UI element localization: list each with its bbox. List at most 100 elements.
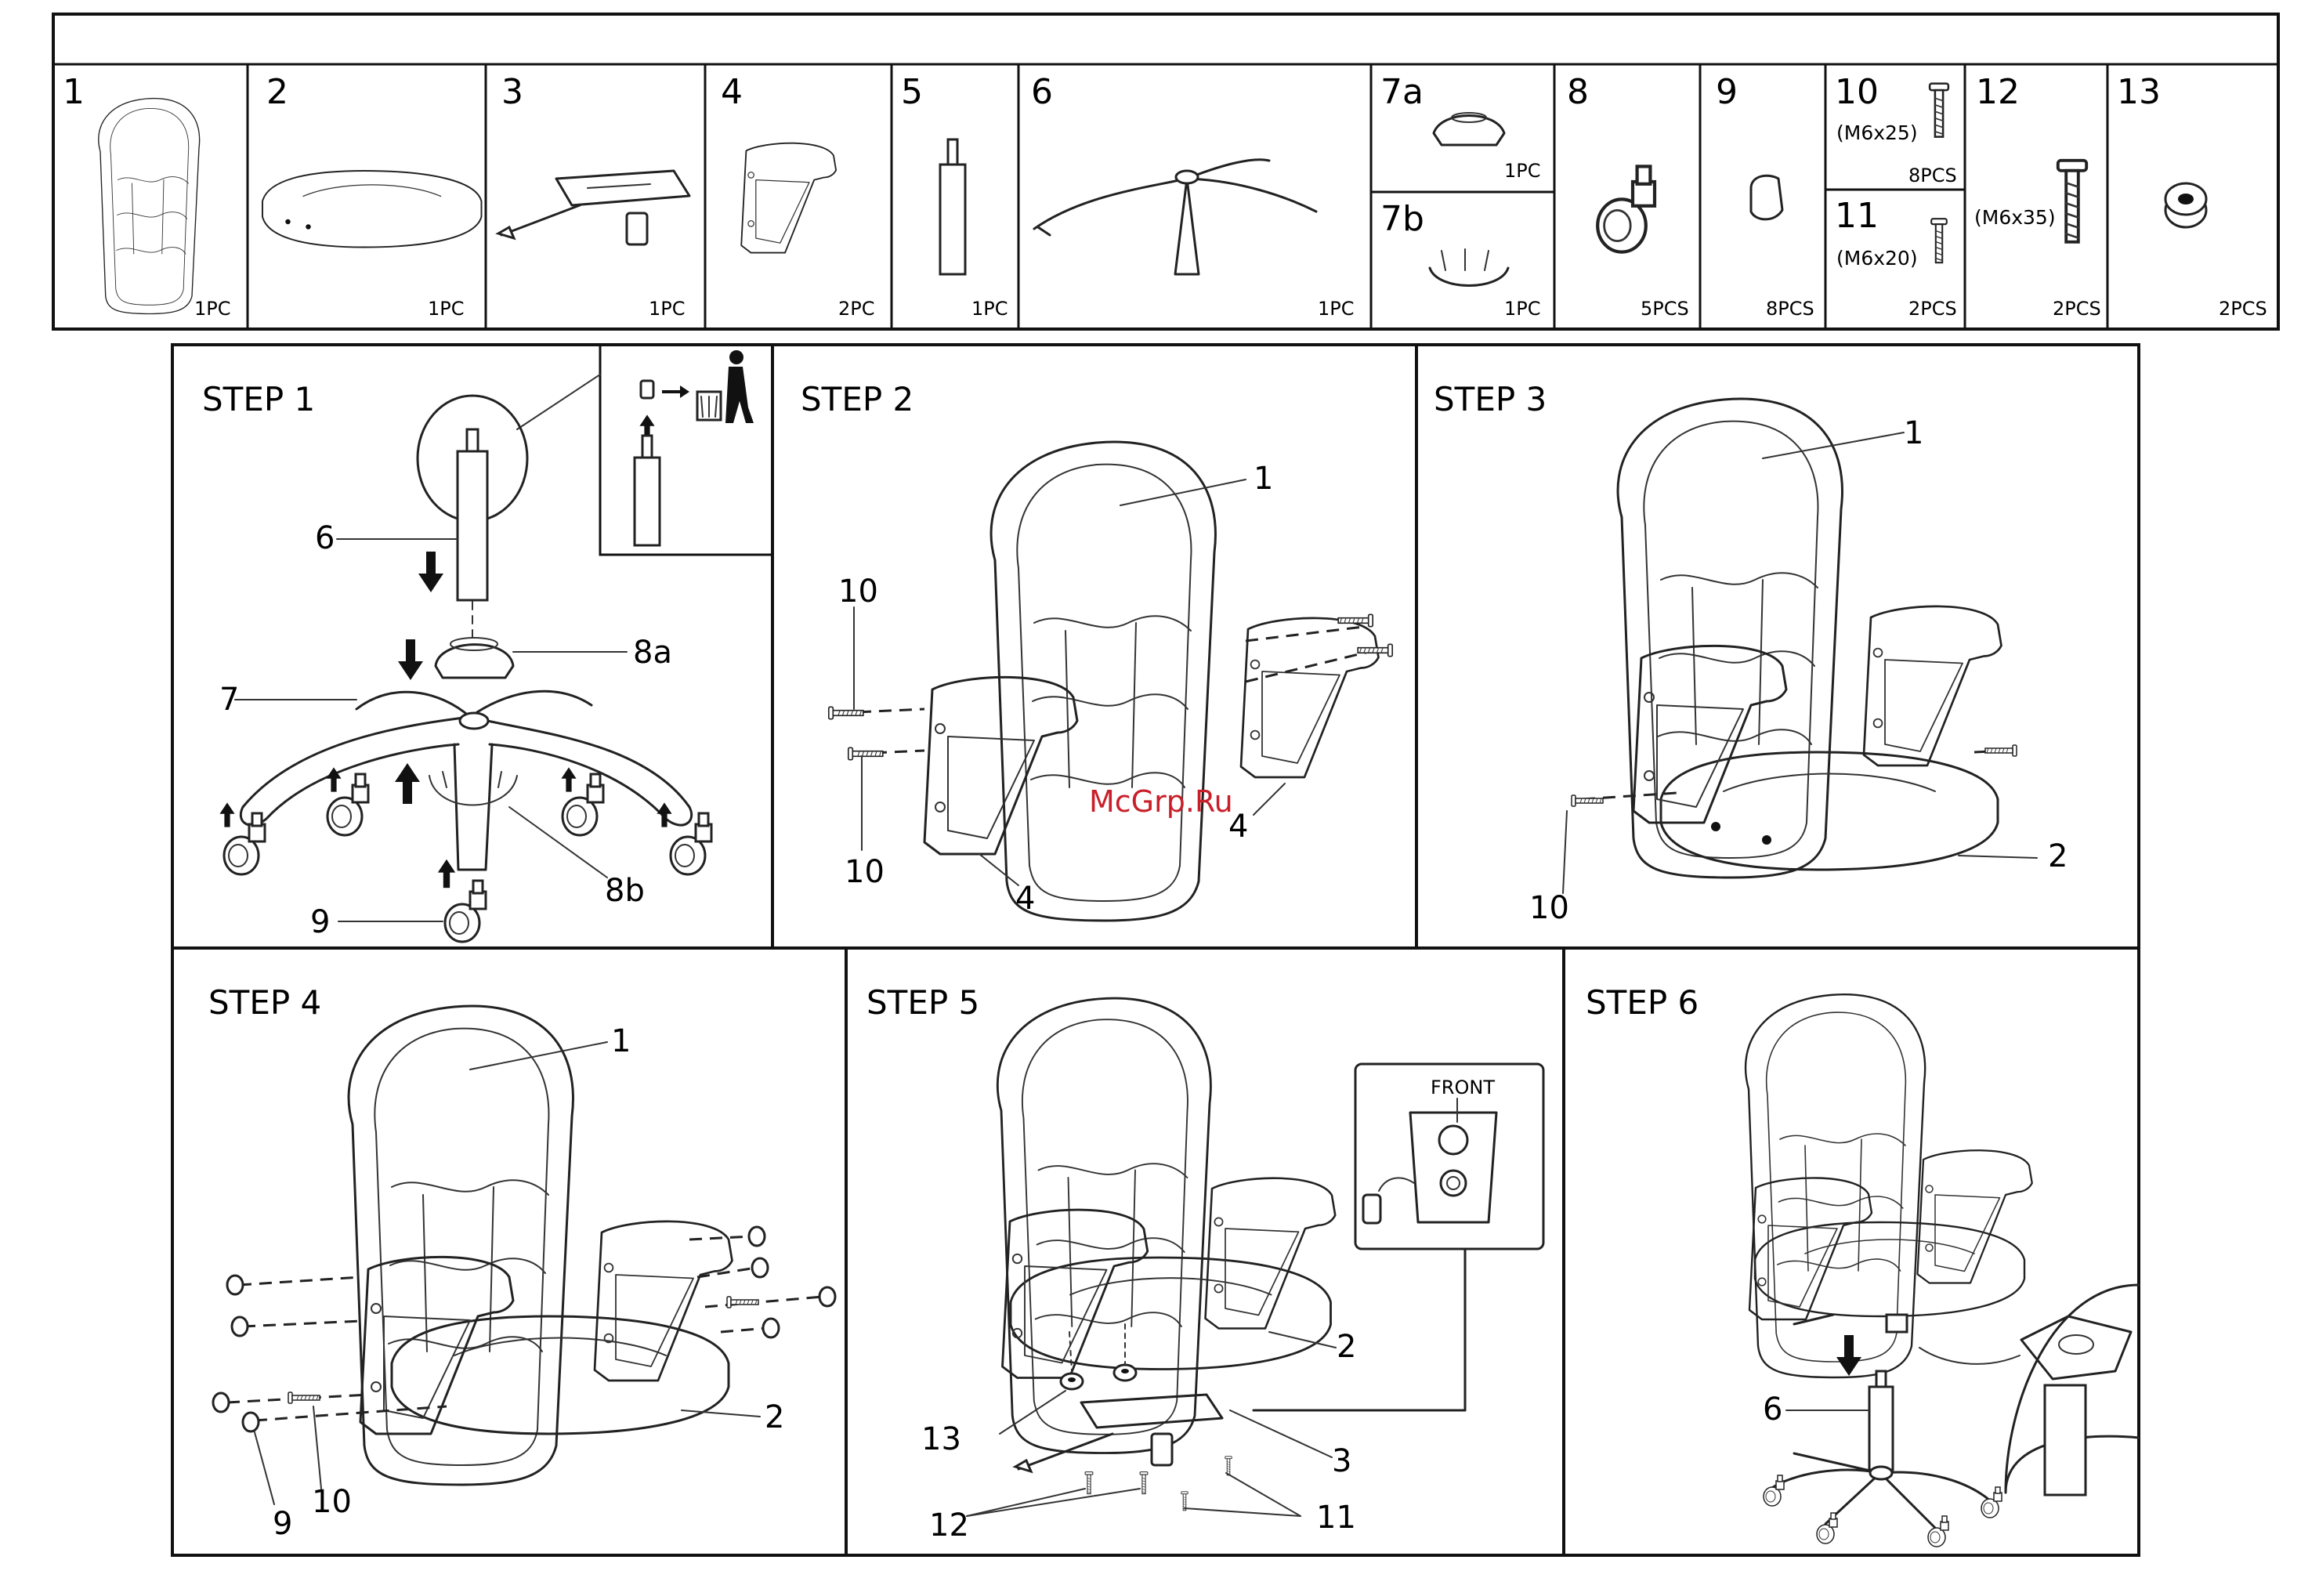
step-4-label-10: 10 xyxy=(312,1484,352,1520)
step-1-title: STEP 1 xyxy=(202,380,315,418)
part-qty-10: 8PCS xyxy=(1908,165,1957,186)
step-5-label-3: 3 xyxy=(1332,1443,1351,1479)
part-qty-7a: 1PC xyxy=(1504,160,1541,182)
arrow-up-icon xyxy=(395,763,420,804)
arrow-up-icon xyxy=(561,767,576,791)
part-qty-12: 2PCS xyxy=(2053,298,2101,320)
part-spec-11: (M6x20) xyxy=(1836,247,1918,270)
arrow-down-icon xyxy=(418,552,443,592)
bolt-icon xyxy=(1931,219,1947,262)
caster-wheel-icon xyxy=(671,813,711,874)
part-qty-8: 5PCS xyxy=(1641,298,1689,320)
step-3-label-2: 2 xyxy=(2048,838,2068,874)
caster-wheel-icon xyxy=(445,881,486,942)
part-qty-1: 1PC xyxy=(194,298,231,320)
bolt-icon xyxy=(848,747,883,759)
armrest-icon xyxy=(1864,606,2002,765)
armrest-icon xyxy=(1918,1150,2032,1283)
arrow-up-icon xyxy=(657,802,671,827)
step-1-label-9: 9 xyxy=(310,904,330,940)
part-spec-12: (M6x35) xyxy=(1974,206,2056,229)
seat-cushion-icon xyxy=(262,171,482,248)
part-number-12: 12 xyxy=(1976,72,2020,112)
part-number-5: 5 xyxy=(901,72,923,112)
step-3-label-10: 10 xyxy=(1529,890,1569,926)
part-number-2: 2 xyxy=(266,72,288,112)
step-4-title: STEP 4 xyxy=(208,983,321,1022)
step-1-label-7: 7 xyxy=(219,682,239,718)
step-4-label-2: 2 xyxy=(765,1399,784,1435)
part-number-3: 3 xyxy=(501,72,523,112)
armrest-icon xyxy=(1206,1178,1336,1329)
washer-icon xyxy=(2165,183,2206,227)
plug-cap-icon xyxy=(819,1287,835,1306)
part-number-7b: 7b xyxy=(1380,199,1424,239)
plug-cap-icon xyxy=(213,1393,229,1412)
part-qty-3: 1PC xyxy=(649,298,686,320)
tilt-mechanism-icon xyxy=(498,171,689,244)
caster-wheel-icon xyxy=(1817,1513,1837,1544)
step-5-label-2: 2 xyxy=(1337,1329,1356,1365)
step-2-label-10: 10 xyxy=(838,574,878,610)
bolt-icon xyxy=(727,1297,758,1308)
step-6-label-6: 6 xyxy=(1763,1392,1782,1428)
arrow-down-icon xyxy=(1836,1335,1861,1376)
step-2-title: STEP 2 xyxy=(801,380,913,418)
plug-cap-icon xyxy=(749,1227,765,1246)
step-3-label-1: 1 xyxy=(1904,415,1923,451)
part-spec-10: (M6x25) xyxy=(1836,121,1918,144)
caster-wheel-icon xyxy=(1928,1516,1948,1547)
part-qty-13: 2PCS xyxy=(2219,298,2267,320)
bolt-icon xyxy=(1140,1472,1148,1494)
plug-cap-icon xyxy=(227,1276,243,1294)
step-1-label-8b: 8b xyxy=(605,873,645,909)
caster-wheel-icon xyxy=(1981,1487,2002,1518)
armrest-icon xyxy=(741,143,836,253)
plug-cap-icon xyxy=(1751,176,1782,219)
part-number-13: 13 xyxy=(2117,72,2161,112)
part-qty-2: 1PC xyxy=(428,298,465,320)
lift-cover-bottom-icon xyxy=(1430,249,1508,286)
step-1-label-6: 6 xyxy=(315,520,335,556)
armrest-icon xyxy=(1241,618,1379,777)
bolt-icon xyxy=(1358,644,1392,656)
watermark: McGrp.Ru xyxy=(1089,784,1233,819)
part-qty-9: 8PCS xyxy=(1766,298,1814,320)
washer-icon xyxy=(1114,1365,1136,1381)
bolt-icon xyxy=(1572,795,1603,806)
part-number-1: 1 xyxy=(63,72,85,112)
plug-cap-icon xyxy=(243,1413,259,1431)
plug-cap-icon xyxy=(752,1258,768,1277)
step-5-title: STEP 5 xyxy=(866,983,979,1022)
step-3-illustration xyxy=(1563,399,2037,893)
bolt-icon xyxy=(288,1392,320,1403)
caster-wheel-icon xyxy=(1597,166,1655,252)
part-qty-11: 2PCS xyxy=(1908,298,1957,320)
lift-cover-top-icon xyxy=(1434,113,1504,145)
step-3-title: STEP 3 xyxy=(1434,380,1547,418)
part-number-10: 10 xyxy=(1835,72,1879,112)
step-2-label-1: 1 xyxy=(1254,461,1273,497)
step-4-label-1: 1 xyxy=(611,1023,631,1059)
arrow-up-icon xyxy=(219,802,234,827)
step-1-illustration xyxy=(219,345,772,942)
part-qty-7b: 1PC xyxy=(1504,298,1541,320)
part-number-6: 6 xyxy=(1031,72,1053,112)
part-number-11: 11 xyxy=(1835,196,1879,236)
gas-lift-icon xyxy=(940,139,965,274)
washer-icon xyxy=(1061,1373,1083,1389)
bolt-icon xyxy=(829,707,863,718)
part-number-9: 9 xyxy=(1716,72,1738,112)
step-2-label-4: 4 xyxy=(1015,881,1035,917)
bolt-icon xyxy=(1930,84,1948,137)
step-5-label-13: 13 xyxy=(921,1421,961,1457)
bolt-icon xyxy=(1985,745,2017,756)
step-2-label-10: 10 xyxy=(845,854,885,890)
plug-cap-icon xyxy=(763,1319,779,1337)
step-2-illustration xyxy=(829,442,1392,921)
five-star-base-icon xyxy=(1034,160,1316,274)
armrest-icon xyxy=(1633,646,1786,823)
bolt-icon xyxy=(1085,1472,1093,1494)
armrest-icon xyxy=(595,1221,733,1381)
